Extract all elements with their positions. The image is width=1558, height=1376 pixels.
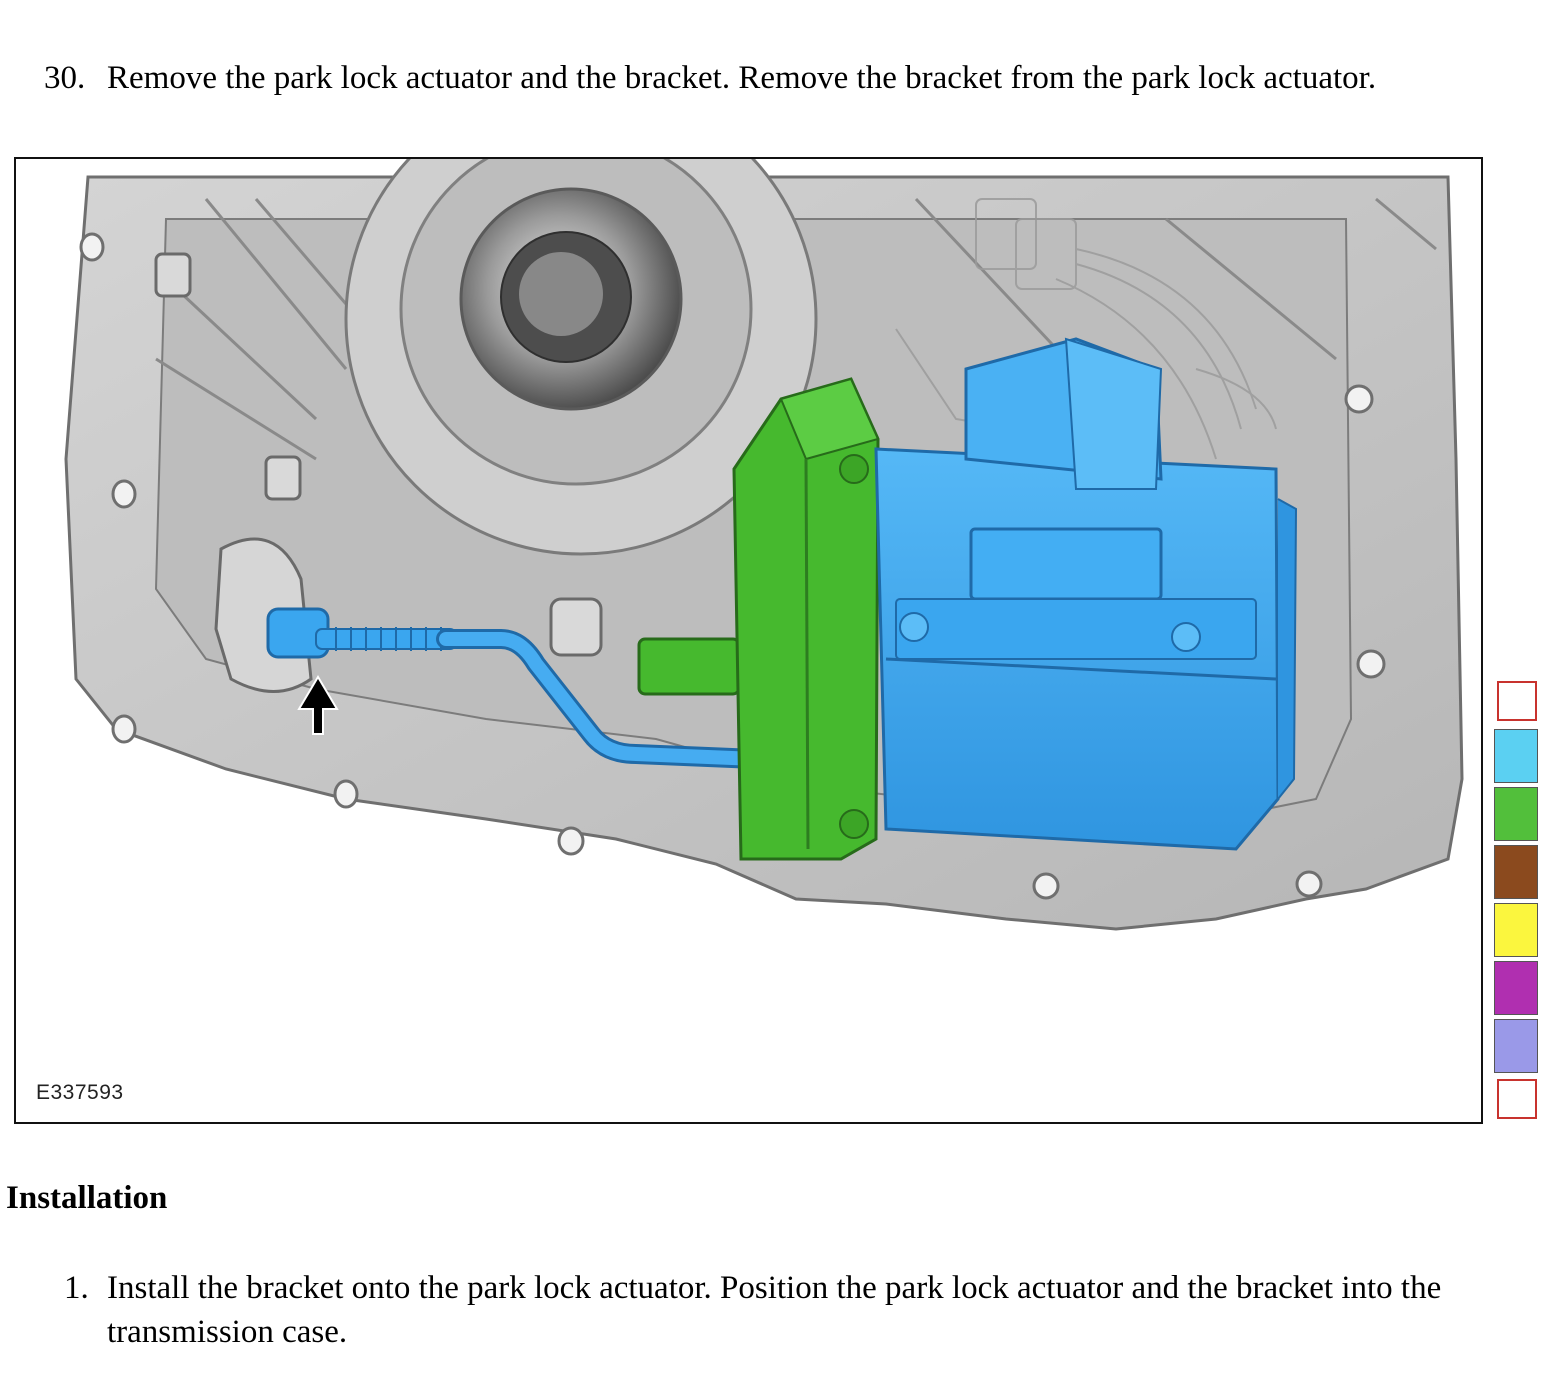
step-number: 1.: [64, 1270, 89, 1306]
section-heading: Installation: [6, 1180, 168, 1216]
legend-swatch-brown: [1494, 845, 1538, 899]
legend-swatch-lavender: [1494, 1019, 1538, 1073]
legend-swatch-outline-bottom: [1497, 1079, 1537, 1119]
legend-swatch-blue: [1494, 729, 1538, 783]
step-30: 30. Remove the park lock actuator and th…: [0, 56, 1558, 106]
legend-swatch-outline-top: [1497, 681, 1537, 721]
color-legend: [1494, 681, 1542, 1121]
legend-swatch-green: [1494, 787, 1538, 841]
step-text: Remove the park lock actuator and the br…: [107, 60, 1377, 96]
park-lock-actuator: [874, 337, 1298, 851]
arrow-icon: [297, 675, 339, 735]
step-number: 30.: [44, 60, 86, 96]
legend-swatch-yellow: [1494, 903, 1538, 957]
park-rod: [266, 607, 766, 769]
illustration-figure: E337593: [14, 157, 1483, 1124]
legend-swatch-magenta: [1494, 961, 1538, 1015]
step-text: Install the bracket onto the park lock a…: [107, 1270, 1442, 1350]
bracket: [637, 377, 880, 861]
figure-code: E337593: [36, 1081, 124, 1104]
step-1: 1. Install the bracket onto the park loc…: [0, 1266, 1558, 1362]
transmission-case-illustration: [64, 159, 1464, 931]
